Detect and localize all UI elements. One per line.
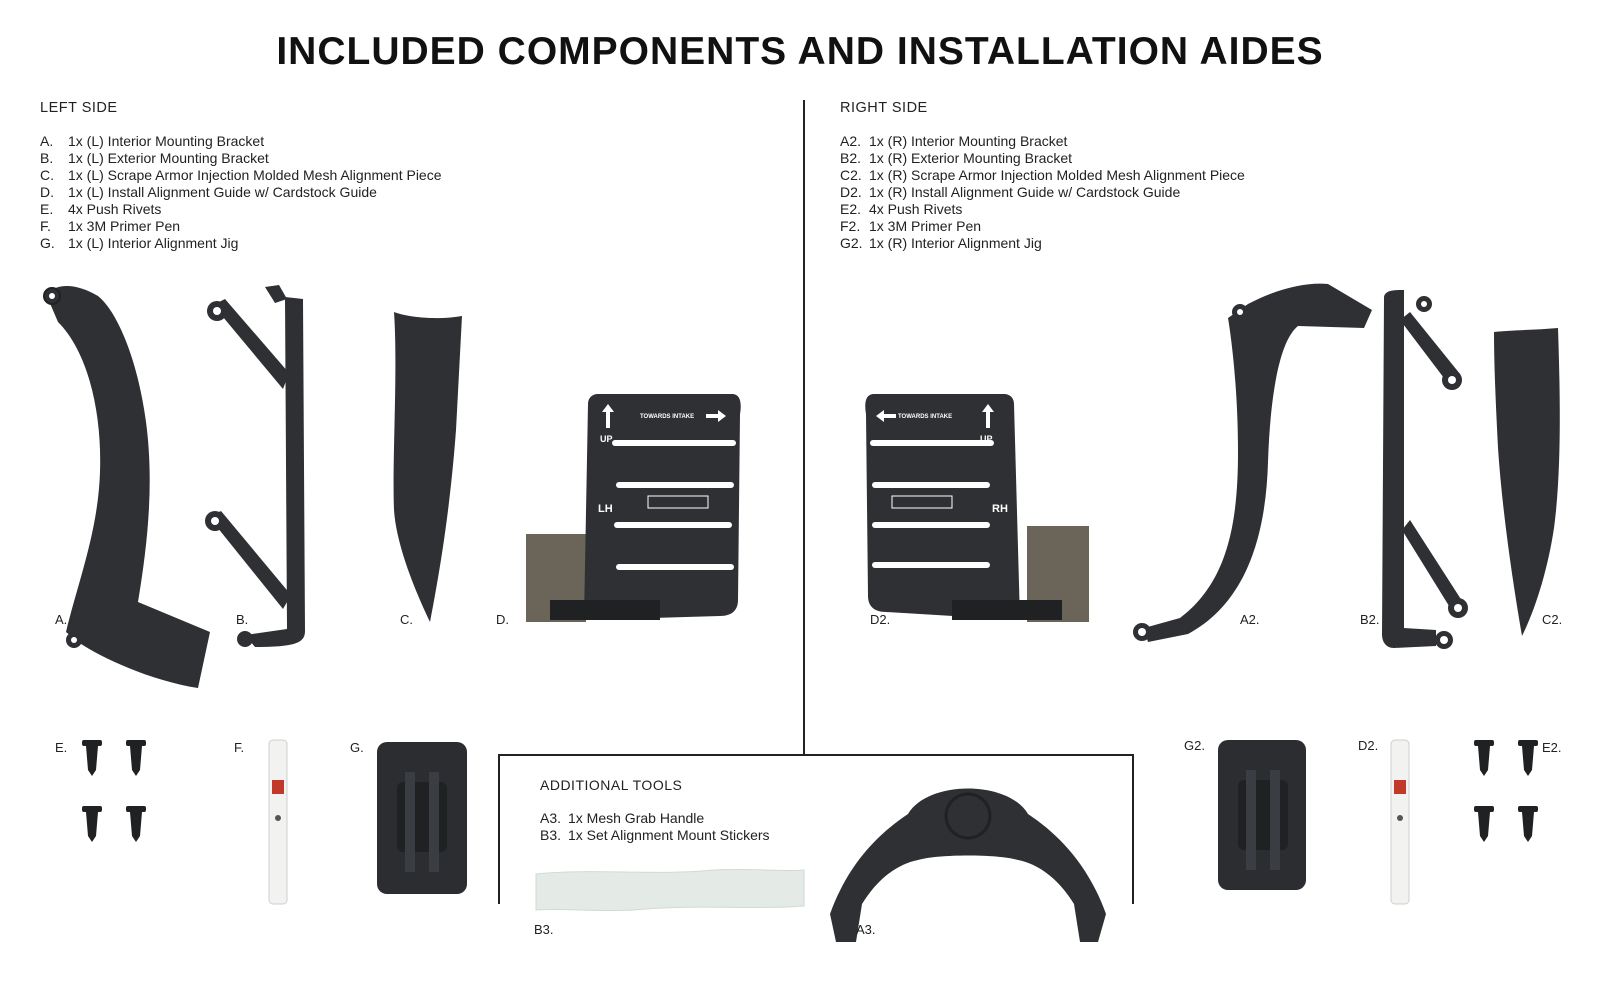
- label-a3: A3.: [856, 922, 876, 937]
- right-side-list: RIGHT SIDE A2.1x (R) Interior Mounting B…: [840, 100, 1245, 252]
- label-b: B.: [236, 612, 249, 627]
- label-a2: A2.: [1240, 612, 1260, 627]
- list-item: F.1x 3M Primer Pen: [40, 218, 181, 234]
- page-title: INCLUDED COMPONENTS AND INSTALLATION AID…: [276, 30, 1324, 73]
- label-d: D.: [496, 612, 509, 627]
- label-d2-pen: D2.: [1358, 738, 1379, 753]
- additional-tools-box: [498, 754, 1134, 904]
- list-item: E.4x Push Rivets: [40, 201, 162, 217]
- list-item: G.1x (L) Interior Alignment Jig: [40, 235, 239, 251]
- guide-up-text-right: UP: [980, 434, 993, 444]
- list-item: D.1x (L) Install Alignment Guide w/ Card…: [40, 184, 377, 200]
- right-mesh-alignment-piece-image: [1494, 328, 1560, 636]
- guide-rh-text: RH: [992, 503, 1008, 515]
- guide-up-text: UP: [600, 434, 613, 444]
- right-push-rivets-image: [1474, 740, 1538, 842]
- label-a: A.: [55, 612, 68, 627]
- center-divider: [803, 100, 805, 754]
- guide-lh-text: LH: [598, 503, 613, 515]
- left-push-rivets-image: [82, 740, 146, 842]
- guide-towards-text-right: TOWARDS INTAKE: [898, 414, 952, 420]
- label-e: E.: [55, 740, 68, 755]
- label-e2: E2.: [1542, 740, 1562, 755]
- list-item: E2.4x Push Rivets: [840, 201, 963, 217]
- right-exterior-bracket-image: [1382, 290, 1468, 649]
- left-side-heading: LEFT SIDE: [40, 100, 118, 116]
- list-item: F2.1x 3M Primer Pen: [840, 218, 982, 234]
- list-item: A3.1x Mesh Grab Handle: [540, 810, 705, 826]
- list-item: C.1x (L) Scrape Armor Injection Molded M…: [40, 167, 442, 183]
- list-item: B3.1x Set Alignment Mount Stickers: [540, 827, 770, 843]
- left-side-list: LEFT SIDE A.1x (L) Interior Mounting Bra…: [40, 100, 442, 252]
- list-item: G2.1x (R) Interior Alignment Jig: [840, 235, 1042, 251]
- label-b3: B3.: [534, 922, 554, 937]
- mesh-grab-handle-image: [830, 788, 1106, 942]
- left-alignment-jig-image: [377, 742, 467, 894]
- list-item: C2.1x (R) Scrape Armor Injection Molded …: [840, 167, 1245, 183]
- label-g2: G2.: [1184, 738, 1205, 753]
- right-interior-bracket-image: [1133, 283, 1372, 642]
- right-alignment-guide-image: UP TOWARDS INTAKE RH: [865, 394, 1089, 622]
- left-primer-pen-image: [268, 739, 288, 905]
- label-d2: D2.: [870, 612, 891, 627]
- label-c2: C2.: [1542, 612, 1563, 627]
- additional-tools-heading: ADDITIONAL TOOLS: [540, 777, 683, 793]
- list-item: B.1x (L) Exterior Mounting Bracket: [40, 150, 269, 166]
- list-item: D2.1x (R) Install Alignment Guide w/ Car…: [840, 184, 1181, 200]
- left-alignment-guide-image: UP TOWARDS INTAKE LH: [526, 394, 741, 622]
- right-alignment-jig-image: [1218, 740, 1306, 890]
- left-interior-bracket-image: [43, 285, 210, 688]
- label-b2: B2.: [1360, 612, 1380, 627]
- label-g: G.: [350, 740, 364, 755]
- label-f: F.: [234, 740, 245, 755]
- alignment-stickers-image: [535, 868, 805, 912]
- right-side-heading: RIGHT SIDE: [840, 100, 928, 116]
- list-item: A2.1x (R) Interior Mounting Bracket: [840, 133, 1068, 149]
- right-primer-pen-image: [1390, 739, 1410, 905]
- list-item: B2.1x (R) Exterior Mounting Bracket: [840, 150, 1073, 166]
- label-c: C.: [400, 612, 413, 627]
- additional-tools-list: ADDITIONAL TOOLS A3.1x Mesh Grab Handle …: [540, 777, 770, 844]
- left-exterior-bracket-image: [205, 285, 305, 647]
- left-mesh-alignment-piece-image: [393, 312, 462, 622]
- list-item: A.1x (L) Interior Mounting Bracket: [40, 133, 265, 149]
- guide-towards-text: TOWARDS INTAKE: [640, 414, 694, 420]
